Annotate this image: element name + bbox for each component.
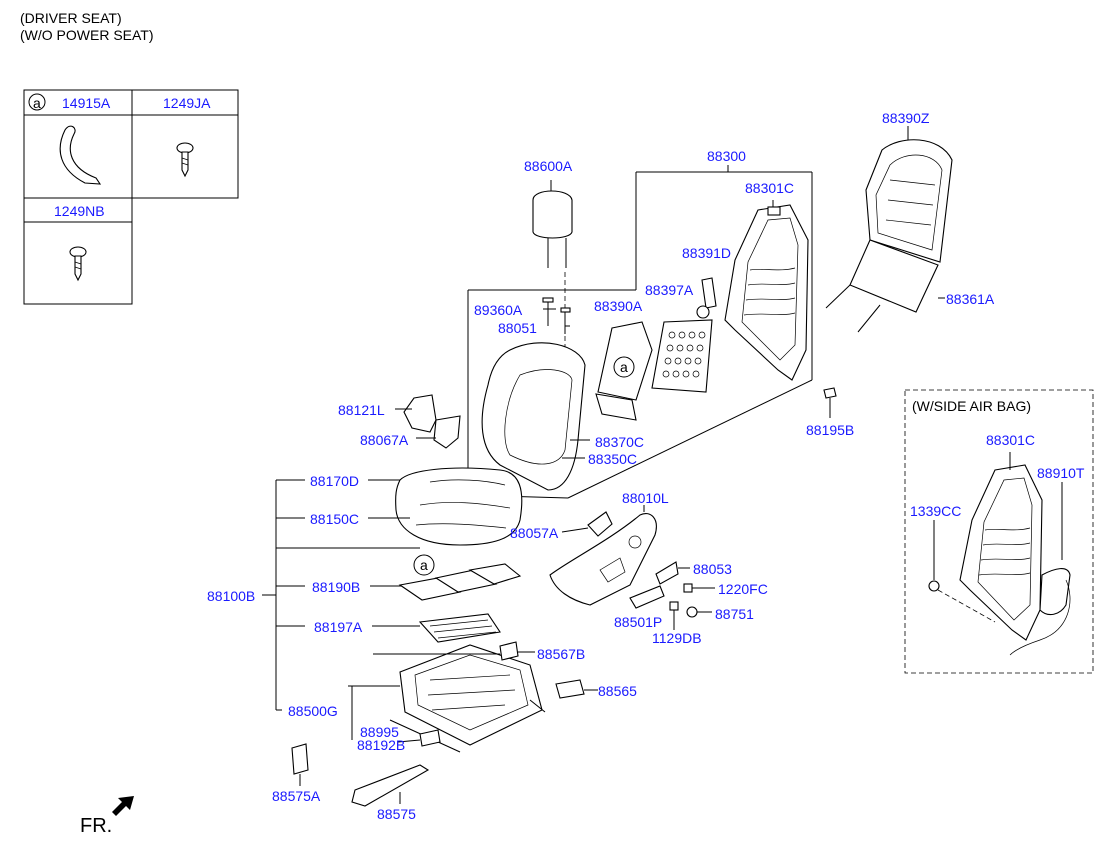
clip-14915A-icon	[59, 125, 102, 185]
legend-table	[23, 89, 239, 305]
bolt-88195B-icon	[823, 387, 837, 418]
pad-88190B-icon	[398, 563, 522, 601]
airbag-part-88301C[interactable]: 88301C	[986, 432, 1036, 448]
bracket-88057A-icon	[587, 511, 613, 537]
part-label-88397A[interactable]: 88397A	[645, 282, 694, 298]
diagram-title-line1: (DRIVER SEAT)	[20, 10, 122, 26]
pin-88051-icon	[560, 307, 571, 334]
part-label-88501P[interactable]: 88501P	[614, 614, 663, 630]
part-label-88051[interactable]: 88051	[498, 320, 537, 336]
part-label-88565[interactable]: 88565	[598, 683, 637, 699]
part-label-88575[interactable]: 88575	[377, 806, 416, 822]
seat-cushion-icon	[395, 467, 523, 546]
rear-panel-icon	[865, 126, 953, 263]
part-label-88057A[interactable]: 88057A	[510, 525, 559, 541]
part-label-1129DB[interactable]: 1129DB	[652, 630, 702, 646]
part-label-88010L[interactable]: 88010L	[622, 490, 669, 506]
bracket-88121L-icon	[403, 394, 437, 433]
leader-lines	[373, 308, 690, 743]
part-label-88067A[interactable]: 88067A	[360, 432, 409, 448]
cover-88575-icon	[351, 764, 430, 807]
headrest-icon	[532, 180, 573, 355]
part-label-1220FC[interactable]: 1220FC	[718, 581, 768, 597]
part-label-88301C[interactable]: 88301C	[745, 180, 795, 196]
part-label-88300[interactable]: 88300	[707, 148, 746, 164]
part-label-88053[interactable]: 88053	[693, 561, 732, 577]
bracket-88567B-icon	[499, 641, 519, 661]
airbag-part-88910T[interactable]: 88910T	[1037, 465, 1085, 481]
screw-1220FC-icon	[683, 583, 715, 593]
part-label-88190B[interactable]: 88190B	[312, 579, 361, 595]
part-label-88361A[interactable]: 88361A	[946, 291, 995, 307]
side-airbag-title: (W/SIDE AIR BAG)	[912, 398, 1032, 414]
back-frame-icon	[724, 200, 809, 381]
forward-arrow-icon	[112, 796, 134, 816]
part-label-88197A[interactable]: 88197A	[314, 619, 363, 635]
callout-letter-seat: a	[420, 557, 428, 573]
diagram-title-line2: (W/O POWER SEAT)	[20, 27, 154, 43]
legend-code-1249NB: 1249NB	[54, 203, 105, 219]
clip-88751-icon	[686, 606, 712, 618]
backrest-assembly-outline	[467, 165, 813, 499]
lumbar-pad-icon	[651, 319, 713, 393]
screw-1249JA-icon	[176, 142, 194, 178]
part-label-88567B[interactable]: 88567B	[537, 646, 586, 662]
part-label-88391D[interactable]: 88391D	[682, 245, 732, 261]
part-label-88390Z[interactable]: 88390Z	[882, 110, 930, 126]
airbag-part-1339CC[interactable]: 1339CC	[910, 503, 962, 519]
back-panel-icon	[597, 321, 653, 401]
callout-circle-a-seat	[413, 554, 435, 576]
part-label-88150C[interactable]: 88150C	[310, 511, 360, 527]
cover-88575A-icon	[291, 743, 309, 775]
part-label-88100B[interactable]: 88100B	[207, 588, 256, 604]
part-label-88192B[interactable]: 88192B	[357, 737, 406, 753]
side-shield-icon	[549, 513, 657, 606]
callout-circle-a-back	[613, 356, 635, 378]
legend-circle-letter: a	[33, 95, 41, 111]
bracket-88067A-icon	[433, 415, 461, 449]
bracket-88565-icon	[555, 679, 585, 699]
part-label-88600A[interactable]: 88600A	[524, 158, 573, 174]
legend-circle-marker	[28, 93, 46, 111]
lever-88501P-icon	[629, 585, 665, 609]
part-label-88390A[interactable]: 88390A	[594, 298, 643, 314]
part-label-88995[interactable]: 88995	[360, 724, 399, 740]
part-label-88500G[interactable]: 88500G	[288, 703, 338, 719]
screw-1249NB-icon	[69, 246, 87, 282]
callout-letter-back: a	[620, 359, 628, 375]
seatback-cover-icon	[481, 342, 586, 491]
part-label-88170D[interactable]: 88170D	[310, 473, 360, 489]
part-label-88195B[interactable]: 88195B	[806, 422, 855, 438]
screw-1129DB-icon	[669, 601, 679, 630]
mat-88197A-icon	[418, 613, 501, 643]
direction-label: FR.	[80, 815, 113, 837]
part-label-88350C[interactable]: 88350C	[588, 451, 638, 467]
part-label-88751[interactable]: 88751	[715, 606, 754, 622]
seat-frame-icon	[348, 644, 546, 753]
part-label-88370C[interactable]: 88370C	[595, 434, 645, 450]
cover-88053-icon	[655, 561, 679, 585]
part-label-88121L[interactable]: 88121L	[338, 402, 385, 418]
part-label-88575A[interactable]: 88575A	[272, 788, 321, 804]
heater-mat-icon	[825, 239, 945, 333]
legend-code-14915A: 14915A	[62, 95, 111, 111]
block-88192B-icon	[419, 729, 441, 747]
part-label-89360A[interactable]: 89360A	[474, 302, 523, 318]
pin-89360A-icon	[542, 297, 554, 326]
lumbar-knob-icon	[701, 277, 717, 309]
side-airbag-box	[904, 389, 1094, 674]
legend-code-1249JA: 1249JA	[163, 95, 211, 111]
